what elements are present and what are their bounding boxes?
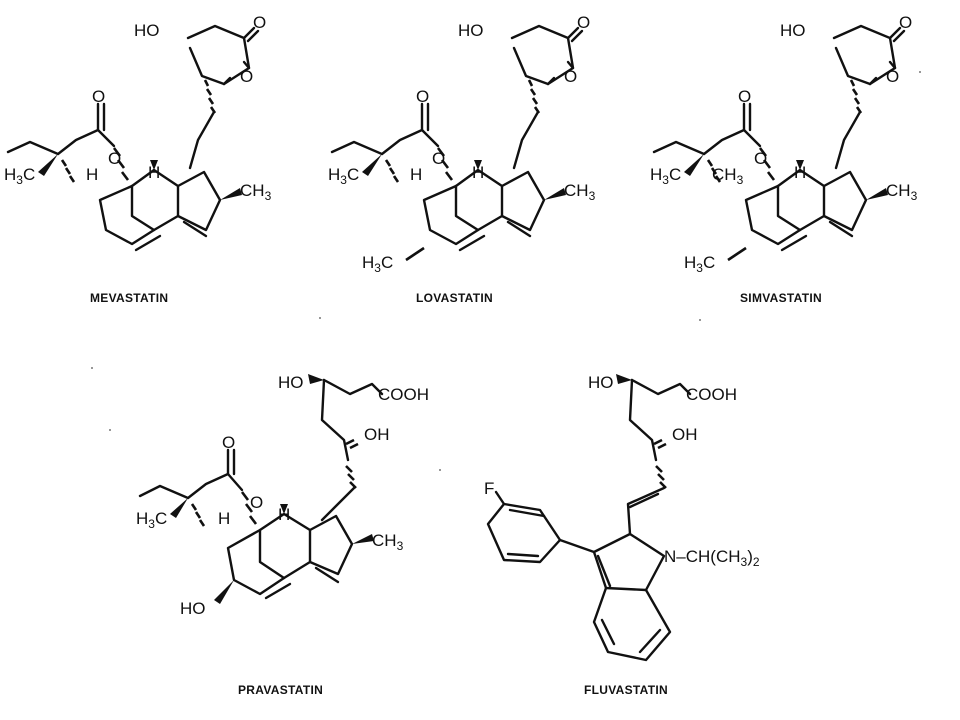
carbonyl-oxygen-label: O [899, 13, 912, 32]
second-methyl-label: CH3 [712, 165, 744, 187]
hydroxyl-right-label: OH [672, 425, 698, 444]
ring-methyl-label: CH3 [886, 181, 918, 203]
fluvastatin-caption: FLUVASTATIN [584, 683, 668, 697]
methyl-h3c-label: H3C [4, 165, 35, 187]
lovastatin-structure: HO O O O O H H3C H CH3 H3C LOVASTATIN [328, 13, 596, 305]
ring-methyl-label: CH3 [564, 181, 596, 203]
simvastatin-caption: SIMVASTATIN [740, 291, 822, 305]
carbonyl-oxygen-label: O [253, 13, 266, 32]
ring-oxygen-label: O [886, 67, 899, 86]
simvastatin-structure: HO O O O O H H3C CH3 CH3 H3C SIMVASTATIN [650, 13, 918, 305]
methyl-h3c-label: H3C [650, 165, 681, 187]
bridgehead-h-label: H [794, 163, 806, 182]
hydroxyl-label: HO [458, 21, 484, 40]
ester-carbonyl-oxygen-label: O [222, 433, 235, 452]
ring-oxygen-label: O [564, 67, 577, 86]
carboxyl-label: COOH [378, 385, 429, 404]
ester-carbonyl-oxygen-label: O [92, 87, 105, 106]
hydroxyl-right-label: OH [364, 425, 390, 444]
bridgehead-h-label: H [472, 163, 484, 182]
fluvastatin-structure: HO COOH OH F N–CH(CH3)2 FLUVASTATIN [484, 373, 760, 697]
stereo-h-label: H [410, 165, 422, 184]
hydroxyl-label: HO [588, 373, 614, 392]
stereo-h-label: H [218, 509, 230, 528]
mevastatin-structure: HO O O O O H H3C H CH3 MEVASTATIN [4, 13, 272, 305]
ester-oxygen-label: O [250, 493, 263, 512]
ring-methyl-bond [405, 246, 425, 262]
bridgehead-h-label: H [278, 505, 290, 524]
carboxyl-label: COOH [686, 385, 737, 404]
pravastatin-structure: HO COOH OH O O H H3C H CH3 HO PRAVASTATI… [136, 373, 429, 697]
ring-methyl-bond [727, 246, 747, 262]
ester-oxygen-label: O [754, 149, 767, 168]
ring-hydroxyl-label: HO [180, 599, 206, 618]
hydroxyl-label: HO [780, 21, 806, 40]
lower-methyl-h3c-label: H3C [362, 253, 393, 275]
pravastatin-caption: PRAVASTATIN [238, 683, 323, 697]
mevastatin-caption: MEVASTATIN [90, 291, 168, 305]
ring-methyl-label: CH3 [240, 181, 272, 203]
ester-oxygen-label: O [108, 149, 121, 168]
hydroxyl-label: HO [134, 21, 160, 40]
carbonyl-oxygen-label: O [577, 13, 590, 32]
fluorine-label: F [484, 479, 494, 498]
ester-carbonyl-oxygen-label: O [416, 87, 429, 106]
scan-noise [91, 71, 921, 471]
ester-carbonyl-oxygen-label: O [738, 87, 751, 106]
indole-nitrogen-label: N–CH(CH3)2 [664, 547, 760, 569]
lower-methyl-h3c-label: H3C [684, 253, 715, 275]
ring-oxygen-label: O [240, 67, 253, 86]
stereo-h-label: H [86, 165, 98, 184]
lovastatin-caption: LOVASTATIN [416, 291, 493, 305]
methyl-h3c-label: H3C [136, 509, 167, 531]
ring-methyl-label: CH3 [372, 531, 404, 553]
ester-oxygen-label: O [432, 149, 445, 168]
hydroxyl-label: HO [278, 373, 304, 392]
methyl-h3c-label: H3C [328, 165, 359, 187]
bridgehead-h-label: H [148, 163, 160, 182]
